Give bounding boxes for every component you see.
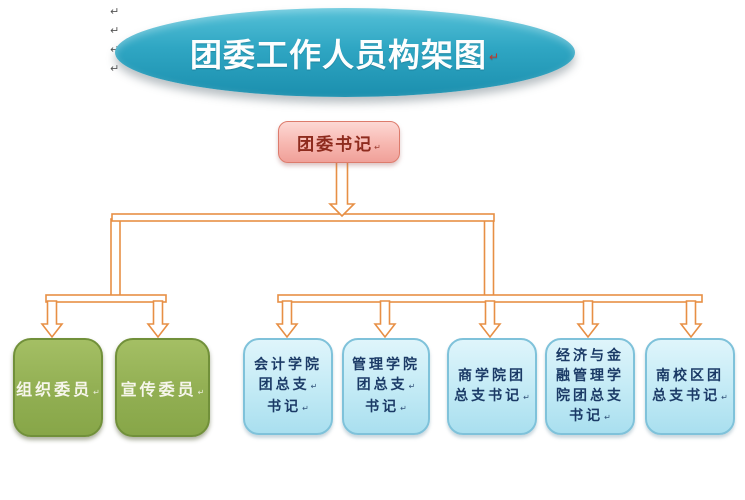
arrow-to-blue-3 <box>478 300 502 339</box>
node-management-college-secretary[interactable]: 管理学院 团总支↵ 书记↵ <box>342 338 430 435</box>
node-league-secretary[interactable]: 团委书记↵ <box>278 121 400 163</box>
node-label-text: 总支书记 <box>652 387 721 404</box>
node-label-line: 融管理学 <box>556 366 624 386</box>
node-label-text: 团总支 <box>258 376 310 393</box>
paragraph-mark: ↵ <box>408 381 416 391</box>
node-label-text: 宣传委员 <box>120 379 197 399</box>
node-label-line: 院团总支 <box>556 386 624 406</box>
node-business-college-secretary[interactable]: 商学院团 总支书记↵ <box>447 338 537 435</box>
node-label-line: 管理学院 <box>352 355 420 375</box>
paragraph-mark: ↵ <box>374 142 381 152</box>
connector-pipe-left <box>110 218 121 299</box>
paragraph-mark: ↵ <box>302 403 309 413</box>
node-label-text: 管理学院 <box>352 356 420 373</box>
paragraph-mark: ↵ <box>523 392 530 402</box>
node-label-text: 融管理学 <box>556 367 624 384</box>
connector-bar-left <box>45 294 167 303</box>
node-economics-finance-college-secretary[interactable]: 经济与金 融管理学 院团总支 书记↵ <box>545 338 635 435</box>
paragraph-mark: ↵ <box>110 62 120 75</box>
diagram-title: 团委工作人员构架图↵ <box>190 30 500 76</box>
node-label: 团委书记↵ <box>297 130 381 155</box>
paragraph-mark: ↵ <box>110 43 124 57</box>
paragraph-mark: ↵ <box>721 392 728 402</box>
arrow-to-green-1 <box>40 300 64 339</box>
node-label-text: 院团总支 <box>556 387 624 404</box>
node-label-line: 团总支↵ <box>259 375 318 397</box>
title-ellipse[interactable]: 团委工作人员构架图↵ <box>115 8 575 97</box>
paragraph-mark: ↵ <box>604 412 611 422</box>
paragraph-mark: ↵ <box>310 381 318 391</box>
arrow-to-blue-5 <box>679 300 703 339</box>
node-label-text: 团委书记 <box>297 134 374 155</box>
node-label-text: 团总支 <box>356 376 408 393</box>
node-label-line: 经济与金 <box>556 346 624 366</box>
node-label: 宣传委员↵ <box>121 376 205 400</box>
arrow-to-blue-4 <box>576 300 600 339</box>
arrow-root <box>328 161 356 218</box>
node-label-line: 书记↵ <box>365 397 407 419</box>
arrow-to-blue-1 <box>275 300 299 339</box>
arrow-to-blue-2 <box>373 300 397 339</box>
node-publicity-member[interactable]: 宣传委员↵ <box>115 338 210 437</box>
node-label-line: 总支书记↵ <box>454 386 530 408</box>
diagram-title-text: 团委工作人员构架图 <box>189 35 487 74</box>
node-label-line: 南校区团 <box>656 366 724 386</box>
node-label-text: 经济与金 <box>556 347 624 364</box>
node-label-text: 商学院团 <box>458 367 526 384</box>
node-label-line: 书记↵ <box>267 397 309 419</box>
node-south-campus-secretary[interactable]: 南校区团 总支书记↵ <box>645 338 735 435</box>
node-label-text: 总支书记 <box>454 387 523 404</box>
paragraph-mark: ↵ <box>488 50 501 64</box>
node-organization-member[interactable]: 组织委员↵ <box>13 338 103 437</box>
node-label-line: 书记↵ <box>569 406 611 428</box>
connector-bar-top <box>111 213 495 222</box>
node-label-text: 书记 <box>267 398 302 415</box>
node-label-text: 南校区团 <box>656 367 724 384</box>
paragraph-mark: ↵ <box>110 5 120 18</box>
node-accounting-college-secretary[interactable]: 会计学院 团总支↵ 书记↵ <box>243 338 333 435</box>
node-label-text: 组织委员 <box>16 379 93 399</box>
paragraph-mark: ↵ <box>93 387 100 397</box>
node-label-text: 会计学院 <box>254 356 322 373</box>
connector-pipe-right <box>483 218 495 299</box>
arrow-to-green-2 <box>146 300 170 339</box>
node-label-line: 会计学院 <box>254 355 322 375</box>
node-label-text: 书记 <box>365 398 400 415</box>
node-label-line: 团总支↵ <box>357 375 416 397</box>
paragraph-mark: ↵ <box>197 387 205 397</box>
node-label: 组织委员↵ <box>16 376 100 400</box>
paragraph-mark: ↵ <box>110 24 120 37</box>
node-label-line: 总支书记↵ <box>652 386 728 408</box>
node-label-line: 商学院团 <box>458 366 526 386</box>
paragraph-mark: ↵ <box>400 403 407 413</box>
node-label-text: 书记 <box>569 407 604 424</box>
